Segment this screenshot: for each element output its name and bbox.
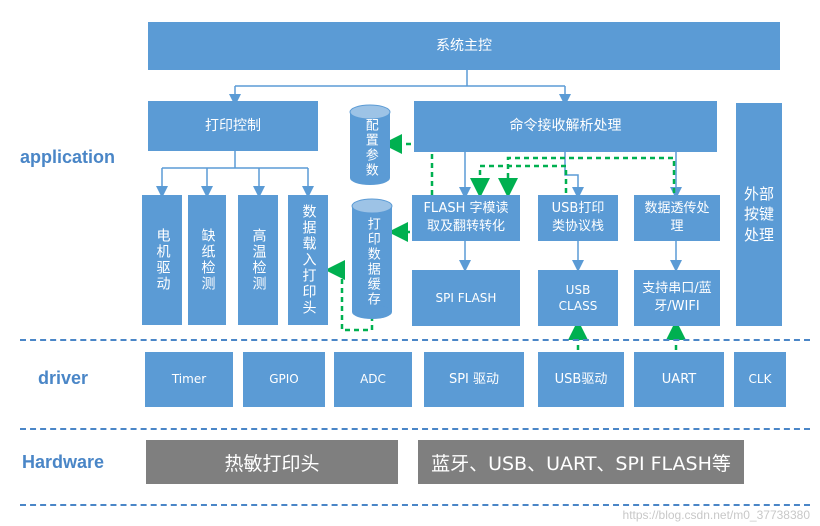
line-main-split (235, 70, 565, 87)
spi-flash-box: SPI FLASH (412, 270, 520, 326)
separator-driver-hardware (20, 428, 810, 430)
driver-gpio-box: GPIO (243, 352, 325, 407)
print-control-box: 打印控制 (148, 101, 318, 151)
green-trans-to-flash (498, 156, 676, 198)
config-params-cylinder: 配置参数 (362, 118, 378, 178)
data-load-box: 数据载入打印头 (288, 195, 328, 325)
driver-usb-box: USB驱动 (538, 352, 624, 407)
separator-bottom (20, 504, 810, 506)
serial-bt-box: 支持串口/蓝牙/WIFI (634, 270, 720, 326)
cmd-parse-box: 命令接收解析处理 (414, 101, 717, 152)
usb-class-box: USB CLASS (538, 270, 618, 326)
print-cache-cylinder: 打印数据缓存 (364, 217, 380, 307)
flash-font-box: FLASH 字模读取及翻转转化 (412, 195, 520, 241)
driver-adc-box: ADC (334, 352, 412, 407)
main-control-box: 系统主控 (148, 22, 780, 70)
motor-driver-box: 电机驱动 (142, 195, 182, 325)
hardware-thermal-head: 热敏打印头 (146, 440, 398, 484)
cylinder-shapes (349, 104, 393, 319)
green-usb-to-flash (470, 164, 568, 198)
layer-label-driver: driver (38, 368, 89, 388)
green-cache-to-dataload (325, 260, 374, 332)
usb-print-box: USB打印类协议栈 (538, 195, 618, 241)
watermark-text: https://blog.csdn.net/m0_37738380 (622, 508, 810, 522)
layer-label-hardware: Hardware (22, 452, 105, 472)
separator-app-driver (20, 339, 810, 341)
layer-label-application: application (20, 147, 116, 167)
paper-detect-box: 缺纸检测 (188, 195, 226, 325)
driver-spi-box: SPI 驱动 (424, 352, 524, 407)
temp-detect-box: 高温检测 (238, 195, 278, 325)
transparent-box: 数据透传处理 (634, 195, 720, 241)
hardware-peripherals: 蓝牙、USB、UART、SPI FLASH等 (418, 440, 744, 484)
ext-key-box: 外部按键处理 (736, 103, 782, 326)
driver-timer-box: Timer (145, 352, 233, 407)
driver-uart-box: UART (634, 352, 724, 407)
driver-clk-box: CLK (734, 352, 786, 407)
